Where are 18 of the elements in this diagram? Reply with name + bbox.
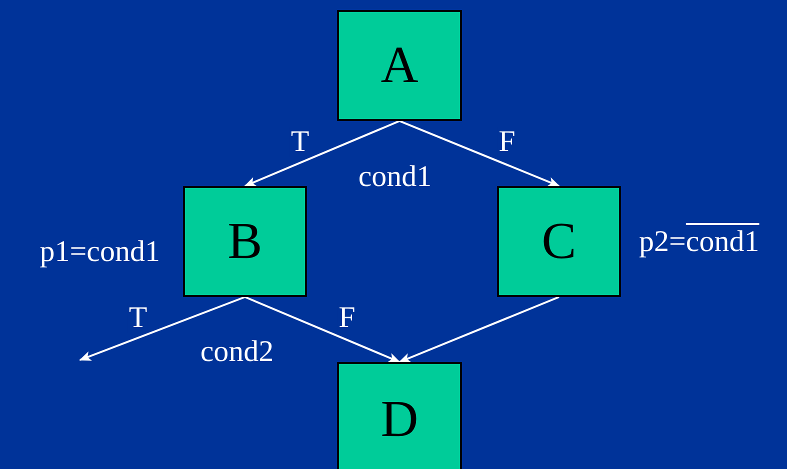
process-box bbox=[337, 362, 462, 469]
node-label: C bbox=[542, 216, 576, 268]
process-box bbox=[183, 186, 307, 297]
predicate-text: p1=cond1 bbox=[40, 237, 160, 267]
condition-label: cond2 bbox=[200, 337, 274, 367]
arrow bbox=[79, 296, 246, 361]
node-label: D bbox=[380, 394, 418, 446]
predicate-text: cond1 bbox=[686, 227, 760, 257]
predicate-text: p2= bbox=[639, 227, 686, 257]
node-label: B bbox=[228, 216, 262, 268]
arrow bbox=[244, 296, 400, 363]
condition-label: cond1 bbox=[358, 162, 432, 192]
arrow bbox=[399, 120, 560, 187]
process-box bbox=[497, 186, 621, 297]
node-label: A bbox=[380, 40, 418, 92]
arrow bbox=[398, 296, 560, 363]
process-box bbox=[337, 10, 462, 121]
arrow bbox=[244, 120, 400, 187]
